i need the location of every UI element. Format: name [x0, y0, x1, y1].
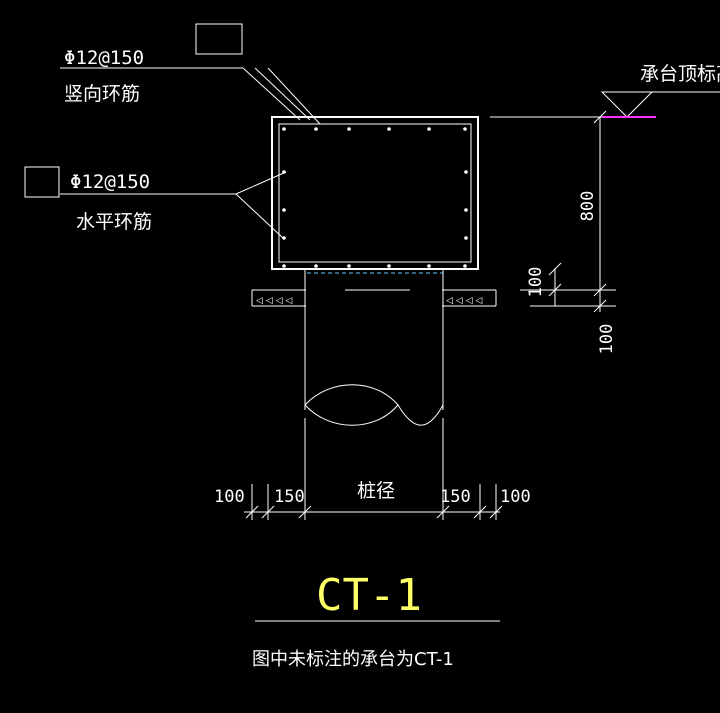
vertical-rebar-leaders: [242, 67, 321, 125]
vertical-rebar-name: 竖向环筋: [64, 83, 140, 105]
bottom-dimension-lines: [244, 484, 503, 520]
rebar-dot: [347, 127, 351, 131]
dim-left-inner: 150: [274, 487, 305, 507]
horizontal-rebar-spec: Φ12@150: [70, 171, 150, 193]
rebar-dot: [282, 264, 286, 268]
dim-height: 800: [578, 191, 598, 222]
rebar-dot: [427, 264, 431, 268]
rebar-dot: [282, 236, 286, 240]
pile: [304, 269, 444, 520]
rebar-dots: [282, 127, 468, 268]
dim-right-inner: 150: [440, 487, 471, 507]
cushion-layer: ◁ ◁ ◁ ◁ ◁ ◁ ◁ ◁: [251, 289, 497, 307]
pile-cap-rebar-cage: [278, 123, 472, 263]
pile-break-symbol-right: [397, 404, 444, 426]
rebar-dot: [387, 127, 391, 131]
horizontal-rebar-name: 水平环筋: [76, 211, 152, 233]
cap-top-level-symbol: [600, 91, 656, 118]
rebar-dot: [314, 264, 318, 268]
rebar-dot: [463, 127, 467, 131]
drawing-note: 图中未标注的承台为CT-1: [252, 649, 454, 670]
right-dimension-lines: [490, 110, 640, 313]
cap-top-label: 承台顶标高: [640, 63, 720, 85]
horizontal-rebar-leaders: [235, 171, 287, 239]
vertical-rebar-spec: Φ12@150: [64, 47, 144, 69]
rebar-dot: [387, 264, 391, 268]
dim-cover-top: 100: [526, 267, 546, 298]
rebar-dot: [463, 264, 467, 268]
dim-left-outer: 100: [214, 487, 245, 507]
tag-box-left: [24, 166, 60, 198]
rebar-dot: [464, 170, 468, 174]
rebar-dot: [314, 127, 318, 131]
dim-pile-diameter: 桩径: [357, 480, 395, 502]
dim-cover-bottom: 100: [597, 324, 617, 355]
svg-text:◁ ◁ ◁ ◁: ◁ ◁ ◁ ◁: [256, 296, 292, 306]
rebar-dot: [282, 170, 286, 174]
rebar-dot: [282, 208, 286, 212]
pile-break-symbol-left: [304, 384, 399, 426]
drawing-title: CT-1: [316, 570, 422, 621]
rebar-dot: [464, 208, 468, 212]
rebar-dot: [427, 127, 431, 131]
rebar-dot: [282, 127, 286, 131]
dim-right-outer: 100: [500, 487, 531, 507]
rebar-dot: [347, 264, 351, 268]
tag-box-top: [195, 23, 243, 55]
pile-cap-outline: [271, 116, 479, 270]
svg-text:◁ ◁ ◁ ◁: ◁ ◁ ◁ ◁: [446, 296, 482, 306]
rebar-dot: [464, 236, 468, 240]
